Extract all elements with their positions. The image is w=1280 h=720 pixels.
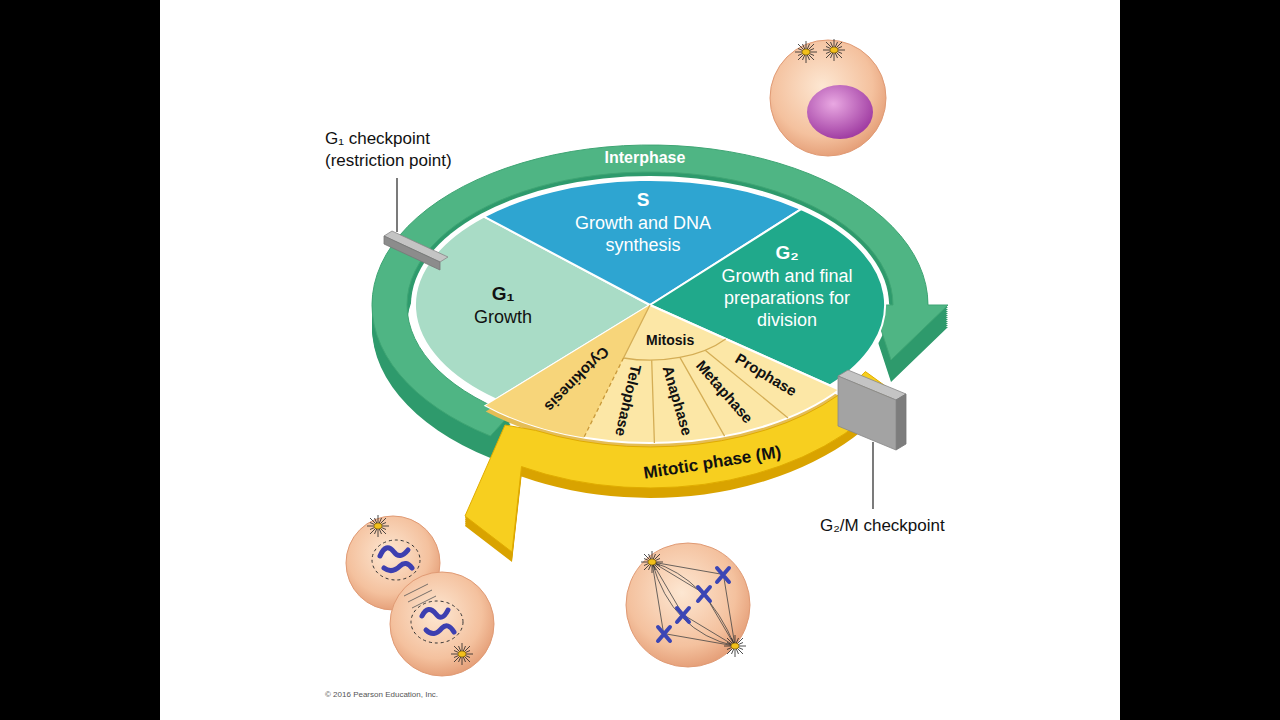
spindle-fibers <box>652 562 735 646</box>
cell-body <box>390 572 494 676</box>
phase-text: Telophase <box>612 363 645 438</box>
nucleus <box>807 85 873 139</box>
phase-sector: G₂Growth and final preparations for divi… <box>700 241 875 331</box>
phase-text: Cytokinesis <box>541 344 612 416</box>
phase-text: Mitosis <box>646 332 694 348</box>
mitosis-wedge: MitosisProphaseMetaphaseAnaphaseTelophas… <box>643 332 697 348</box>
phase-heading: G₂ <box>703 241 872 265</box>
phase-text: Growth <box>446 306 560 328</box>
checkpoint-label: G₁ checkpoint (restriction point) <box>325 128 500 172</box>
cell-body <box>770 40 886 156</box>
checkpoint-block <box>838 376 896 450</box>
checkpoint-block <box>384 236 440 270</box>
centrosome <box>641 551 663 573</box>
chromosome <box>422 609 454 633</box>
phase-text: Prophase <box>732 350 799 400</box>
centrosome <box>823 39 845 61</box>
phase-sector: G₁Growth <box>443 282 563 328</box>
mitotic-phase-arrow: Mitotic phase (M) <box>640 442 786 484</box>
phase-text: Mitotic phase (M) <box>642 442 782 483</box>
phase-sector: SGrowth and DNA synthesis <box>548 188 738 256</box>
phase-band: Interphase <box>602 149 689 167</box>
chromosome <box>658 568 729 641</box>
centrosome <box>367 515 389 537</box>
dividing-cell <box>346 515 494 676</box>
phase-text: Anaphase <box>660 364 697 438</box>
leader-line <box>872 442 873 509</box>
phase-text: Interphase <box>605 149 686 167</box>
letterbox-bar <box>1120 0 1280 720</box>
phase-text: Growth and DNA synthesis <box>551 212 735 256</box>
subphase-wedge: Prophase <box>730 348 802 401</box>
leader-line <box>396 178 397 232</box>
phase-heading: G₁ <box>446 282 560 306</box>
cytokinesis-wedge: Cytokinesis <box>539 341 614 417</box>
letterbox-bar <box>0 0 160 720</box>
phase-heading: S <box>551 188 735 212</box>
cell-body <box>626 543 750 667</box>
nuclear-envelope <box>411 601 463 643</box>
chromosome <box>380 548 412 571</box>
spindle-remnant <box>404 584 436 608</box>
interphase-cell <box>770 39 886 156</box>
copyright-note: © 2016 Pearson Education, Inc. <box>325 690 438 700</box>
metaphase-cell <box>626 543 750 667</box>
nuclear-envelope <box>372 540 420 580</box>
centrosome <box>724 635 746 657</box>
checkpoint-label: G₂/M checkpoint <box>820 515 945 537</box>
centrosome <box>451 643 473 665</box>
phase-text: Growth and final preparations for divisi… <box>703 265 872 331</box>
centrosome <box>795 41 817 63</box>
subphase-wedge: Anaphase <box>659 361 697 440</box>
checkpoint-block <box>896 394 906 450</box>
subphase-wedge: Telophase <box>611 360 645 441</box>
